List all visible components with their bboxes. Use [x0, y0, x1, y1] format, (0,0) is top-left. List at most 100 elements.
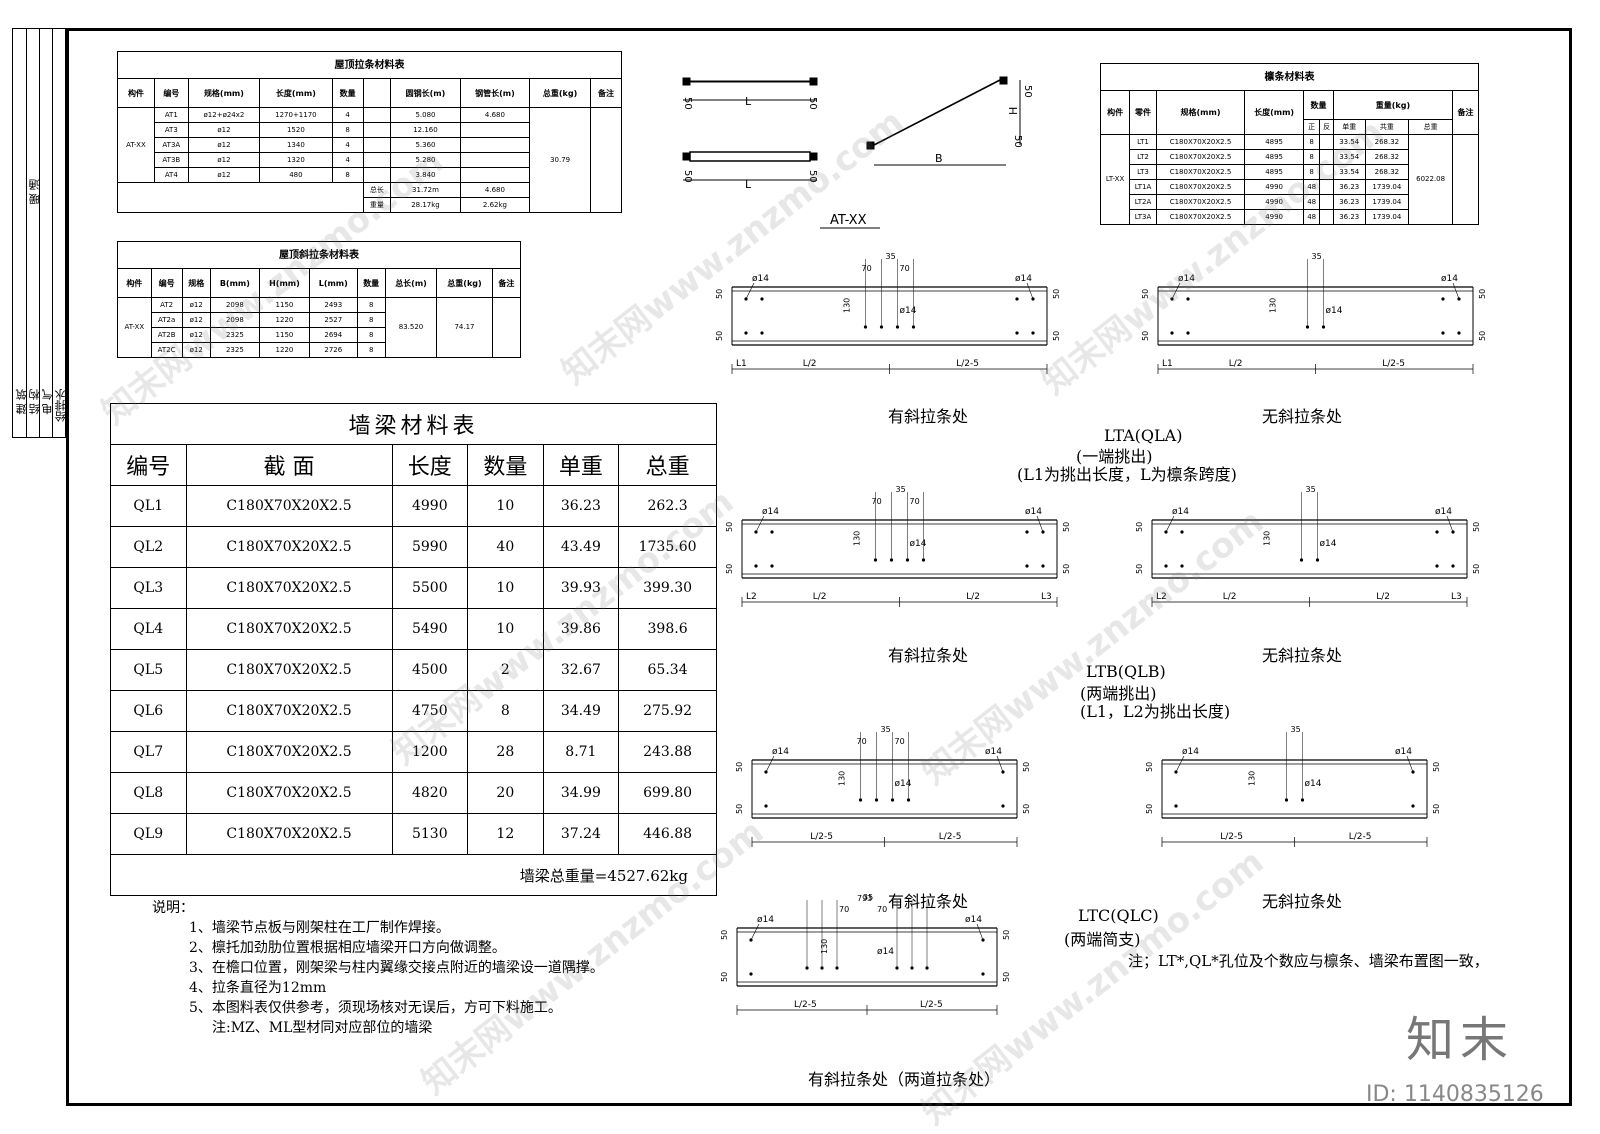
dim-text: L1: [1162, 359, 1173, 369]
dim-text: 70: [839, 905, 849, 914]
dim-text: 35: [886, 252, 896, 261]
leader-line: [1026, 282, 1034, 300]
dim-text: L/2-5: [956, 359, 979, 369]
lta-title: LTA(QLA): [1104, 426, 1183, 445]
bolt-hole: [1186, 297, 1190, 301]
dim-text: L/2-5: [810, 832, 833, 842]
caption-without: 无斜拉条处: [1262, 646, 1343, 665]
dim-text: L3: [1451, 592, 1462, 602]
dim-text: L2: [746, 592, 757, 602]
leader-line: [976, 923, 984, 941]
dim-text: 50: [1002, 972, 1011, 982]
caption-with: 有斜拉条处: [888, 407, 969, 426]
dim-text: 50: [1145, 762, 1154, 772]
ltb-title: LTB(QLB): [1086, 662, 1166, 681]
bolt-hole: [1457, 297, 1461, 301]
dim-text: 50: [1062, 564, 1071, 574]
bolt-hole: [749, 972, 753, 976]
dim-text: 50: [715, 331, 724, 341]
phi-label: ø14: [1395, 747, 1412, 757]
bolt-hole: [744, 331, 748, 335]
dim-text: 50: [1472, 564, 1481, 574]
phi-label: ø14: [757, 915, 774, 925]
phi-label: ø14: [762, 507, 779, 517]
leader-line: [1165, 515, 1175, 533]
dim-text: L/2-5: [794, 1000, 817, 1010]
bolt-hole: [1457, 331, 1461, 335]
bolt-hole: [764, 804, 768, 808]
leader-line: [1452, 282, 1460, 300]
dim-text: 50: [1062, 522, 1071, 532]
ltc-note: 注；LT*,QL*孔位及个数应与檩条、墙梁布置图一致，: [1128, 952, 1489, 970]
dim-text: 70: [910, 497, 920, 506]
bolt-hole: [770, 564, 774, 568]
note-item: 3、在檐口位置，刚架梁与柱内翼缘交接点附近的墙梁设一道隅撑。: [189, 960, 604, 976]
dim-text: 50: [725, 522, 734, 532]
dim-text: 50: [682, 170, 693, 183]
phi-label: ø14: [1441, 274, 1458, 284]
note-item: 2、檩托加劲肋位置根据相应墙梁开口方向做调整。: [189, 940, 506, 956]
dim-text: 50: [1432, 804, 1441, 814]
dim-text: L: [745, 178, 752, 191]
caption-with: 有斜拉条处: [888, 892, 969, 911]
bolt-hole: [1015, 297, 1019, 301]
dim-text: 50: [807, 170, 818, 183]
col-header: 总重: [618, 444, 717, 486]
bolt-hole: [1411, 804, 1415, 808]
dim-text: 130: [843, 298, 852, 313]
leader-line: [1171, 282, 1181, 300]
bolt-hole: [1031, 331, 1035, 335]
phi-label: ø14: [752, 274, 769, 284]
brand-logo: 知末: [1406, 1012, 1515, 1068]
dim-text: 50: [1135, 564, 1144, 574]
leader-line: [996, 755, 1004, 773]
caption-without: 无斜拉条处: [1262, 407, 1343, 426]
dim-text: 35: [896, 485, 906, 494]
drawing-frame: [66, 28, 1572, 1106]
col-header: [362, 78, 392, 108]
phi-label: ø14: [1172, 507, 1189, 517]
notes: 说明： 1、墙梁节点板与刚架柱在工厂制作焊接。 2、檩托加劲肋位置根据相应墙梁开…: [152, 898, 604, 1038]
leader-line: [745, 282, 755, 300]
phi-label: ø14: [877, 947, 894, 957]
dim-text: 130: [1263, 531, 1272, 546]
phi-label: ø14: [985, 747, 1002, 757]
dim-text: L1: [736, 359, 747, 369]
table-title: 屋顶斜拉条材料表: [117, 241, 521, 269]
table-title: 屋顶拉条材料表: [117, 51, 622, 79]
bolt-hole: [1180, 530, 1184, 534]
dim-text: L/2: [803, 359, 817, 369]
dim-text: 130: [838, 771, 847, 786]
caption-double: 有斜拉条处（两道拉条处）: [808, 1070, 1001, 1089]
dim-text: 35: [1291, 725, 1301, 734]
col-header: 长度: [391, 444, 469, 486]
dim-text: 50: [1012, 135, 1023, 148]
dim-text: 35: [863, 893, 873, 902]
phi-label: ø14: [1305, 779, 1322, 789]
dim-text: L/2-5: [1382, 359, 1405, 369]
dim-text: L/2: [1223, 592, 1237, 602]
at-caption: AT-XX: [830, 213, 867, 228]
col-header: 编号: [153, 78, 189, 108]
dim-text: 35: [881, 725, 891, 734]
at-detail-drawing: 50 50 L 50 50 L B H 50 50 AT-XX: [682, 76, 1033, 229]
leader-line: [765, 755, 775, 773]
dim-text: H: [1007, 107, 1020, 115]
dim-text: 50: [1141, 331, 1150, 341]
bolt-hole: [770, 530, 774, 534]
bolt-hole: [1441, 331, 1445, 335]
phi-label: ø14: [1435, 507, 1452, 517]
notes-heading: 说明：: [152, 900, 194, 916]
